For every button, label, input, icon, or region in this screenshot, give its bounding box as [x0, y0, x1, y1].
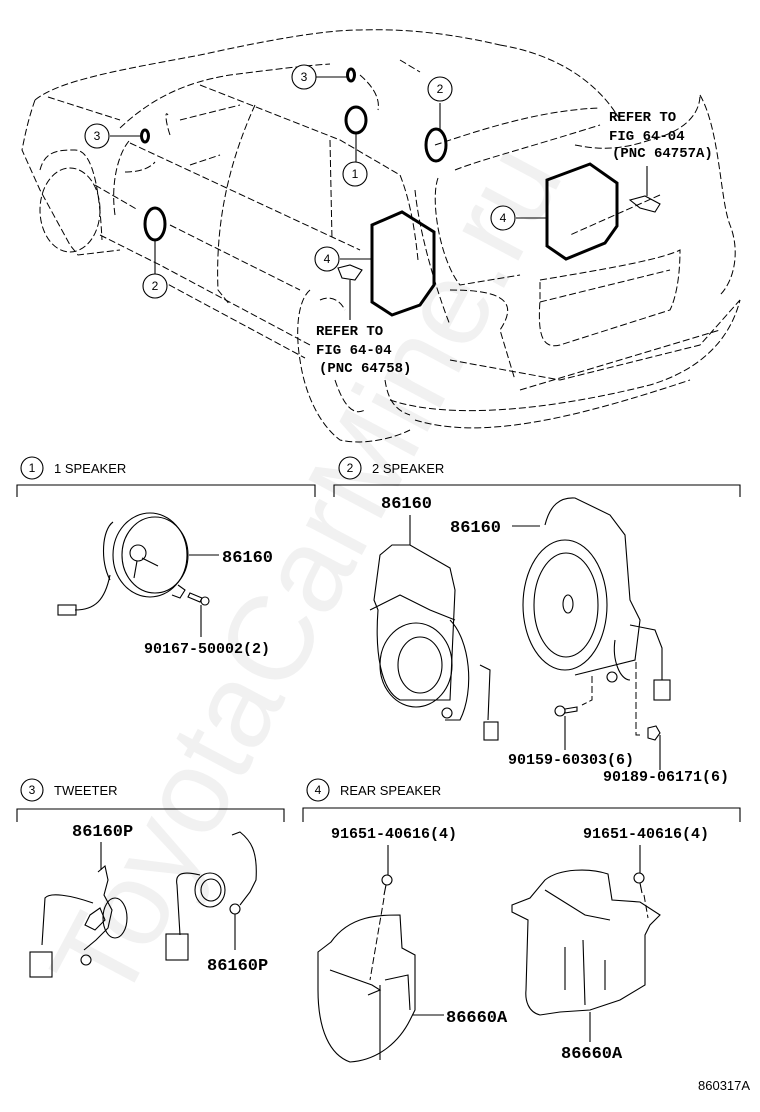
reference-label-64757a: REFER TO FIG 64-04 (PNC 64757A): [609, 110, 713, 162]
part-86160p-left: 86160P: [72, 823, 133, 842]
svg-text:3: 3: [29, 783, 36, 797]
rear-speaker-86660a-left: [317, 914, 416, 1063]
svg-text:1: 1: [352, 167, 359, 181]
section-4-header: 4 REAR SPEAKER: [302, 778, 741, 822]
svg-text:REFER TO: REFER TO: [316, 324, 383, 340]
part-86660a-right: 86660A: [561, 1045, 623, 1064]
tweeter-location-rear: [346, 67, 356, 83]
svg-text:TWEETER: TWEETER: [54, 783, 118, 798]
nut-icon: [647, 725, 661, 741]
bracket-icon: [337, 264, 363, 281]
reference-label-64758: REFER TO FIG 64-04 (PNC 64758): [316, 324, 411, 377]
svg-text:4: 4: [324, 252, 331, 266]
callout-2-front: 2: [142, 273, 168, 299]
callout-4-left: 4: [314, 246, 340, 272]
section-3-header: 3 TWEETER: [16, 778, 285, 822]
connector-icon: [57, 604, 77, 616]
part-91651-40616-right: 91651-40616(4): [583, 826, 709, 843]
part-86160-s1: 86160: [222, 549, 273, 568]
svg-text:3: 3: [301, 70, 308, 84]
part-86160p-right: 86160P: [207, 957, 268, 976]
car-body-illustration: [21, 29, 741, 443]
watermark: ToyotaCarMine.ru: [25, 123, 588, 1022]
tweeter-86160p-right: [165, 831, 257, 961]
svg-text:4: 4: [500, 211, 507, 225]
tweeter-location-front: [140, 128, 150, 144]
part-86160-s2-left: 86160: [381, 495, 432, 514]
bracket-icon: [628, 195, 661, 213]
callout-1: 1: [342, 161, 368, 187]
part-90167-50002: 90167-50002(2): [144, 641, 270, 658]
callout-4-right: 4: [490, 205, 516, 231]
svg-text:REFER TO: REFER TO: [609, 110, 676, 126]
svg-text:4: 4: [315, 783, 322, 797]
part-86160-s2-right: 86160: [450, 519, 501, 538]
speaker-86160-housing-right: [522, 497, 671, 701]
rear-speaker-location-right: [545, 162, 619, 261]
part-91651-40616-left: 91651-40616(4): [331, 826, 457, 843]
car-speaker-markers: [110, 67, 661, 320]
tweeter-86160p-left: [29, 864, 128, 978]
section-2-speaker: 2 2 SPEAKER 86160 86160: [333, 456, 741, 786]
svg-text:2 SPEAKER: 2 SPEAKER: [372, 461, 444, 476]
section-3-tweeter: 3 TWEETER 86160P 86160P: [16, 778, 285, 978]
screw-icon: [633, 872, 645, 894]
rear-speaker-location-left: [370, 210, 436, 317]
connector-icon: [483, 721, 499, 741]
svg-text:1 SPEAKER: 1 SPEAKER: [54, 461, 126, 476]
section-1-header: 1 1 SPEAKER: [16, 456, 316, 497]
speaker1-location: [344, 105, 368, 135]
connector-icon: [165, 933, 189, 961]
svg-text:REAR SPEAKER: REAR SPEAKER: [340, 783, 441, 798]
figure-id: 860317A: [698, 1078, 750, 1093]
rear-speaker-86660a-right: [511, 869, 661, 1016]
svg-text:2: 2: [152, 279, 159, 293]
section-4-rear-speaker: 4 REAR SPEAKER 91651-40616(4) 86660A 916…: [302, 778, 741, 1064]
part-90189-06171: 90189-06171(6): [603, 769, 729, 786]
connector-icon: [653, 679, 671, 701]
part-90159-60303: 90159-60303(6): [508, 752, 634, 769]
svg-text:1: 1: [29, 461, 36, 475]
connector-icon: [29, 951, 53, 978]
section-2-header: 2 2 SPEAKER: [333, 456, 741, 497]
speaker2-location-front: [143, 206, 167, 242]
screw-icon: [554, 705, 578, 717]
speaker2-location-rear: [424, 127, 448, 163]
svg-text:FIG 64-04: FIG 64-04: [609, 129, 685, 145]
callout-3-rear: 3: [291, 64, 317, 90]
svg-text:2: 2: [347, 461, 354, 475]
svg-text:(PNC 64758): (PNC 64758): [319, 361, 411, 377]
part-86660a-left: 86660A: [446, 1009, 508, 1028]
svg-text:2: 2: [437, 82, 444, 96]
screw-icon: [187, 592, 210, 606]
svg-text:FIG 64-04: FIG 64-04: [316, 343, 392, 359]
callout-2-rear: 2: [427, 76, 453, 102]
speaker-86160-housing-left: [369, 544, 499, 741]
screw-icon: [381, 874, 393, 896]
svg-text:(PNC 64757A): (PNC 64757A): [612, 146, 713, 162]
section-1-speaker: 1 1 SPEAKER 86160 90167-50002(2): [16, 456, 316, 658]
svg-text:3: 3: [94, 129, 101, 143]
speaker-86160-round: [57, 512, 189, 616]
callout-3-front: 3: [84, 123, 110, 149]
